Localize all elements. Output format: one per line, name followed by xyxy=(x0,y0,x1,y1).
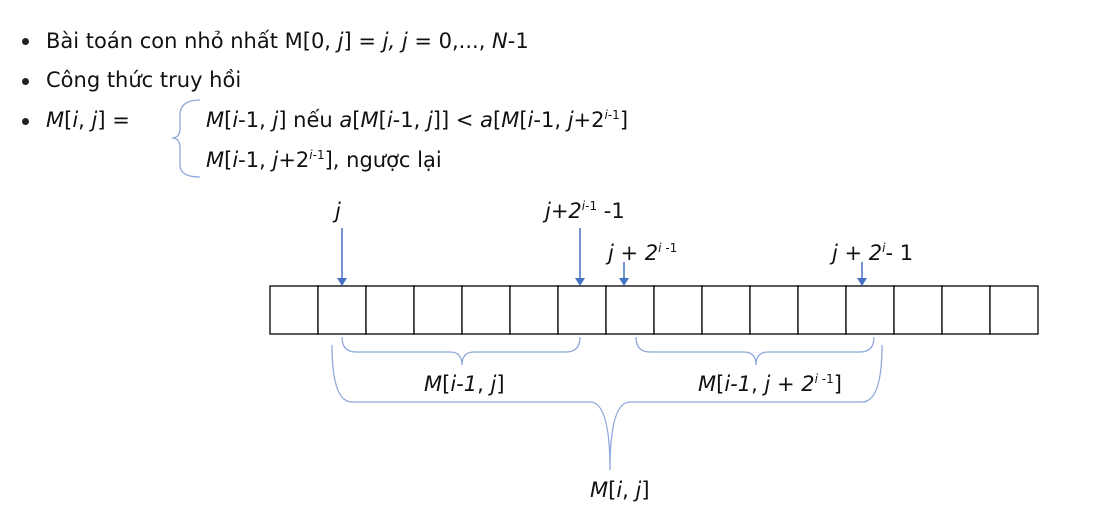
label-j-plus-2pow: j + 2i -1 xyxy=(608,241,678,265)
label-j: j xyxy=(335,199,341,223)
arrow-j xyxy=(337,228,347,286)
array-cell xyxy=(941,285,991,335)
recurrence-lhs: M[i, j] = xyxy=(46,108,130,132)
arrow-j-plus-2pow xyxy=(619,262,629,286)
array-cell xyxy=(653,285,703,335)
array-cell xyxy=(605,285,655,335)
array-cell xyxy=(509,285,559,335)
label-left-half: M[i-1, j] xyxy=(424,372,505,396)
brace-left-half xyxy=(341,336,581,366)
label-whole: M[i, j] xyxy=(590,478,650,502)
array-cell xyxy=(461,285,511,335)
array-cell xyxy=(893,285,943,335)
bullet-dot-3 xyxy=(22,118,29,125)
recurrence-case-2: M[i-1, j+2i-1], ngược lại xyxy=(206,148,442,172)
case-brace xyxy=(171,99,201,178)
array-cell xyxy=(413,285,463,335)
bullet-dot-2 xyxy=(22,78,29,85)
label-j-plus-2pow-i-minus-1: j + 2i- 1 xyxy=(832,241,914,265)
array-cell xyxy=(365,285,415,335)
arrow-j-plus-2pow-minus-1 xyxy=(575,228,585,286)
bullet-smallest-subproblem: Bài toán con nhỏ nhất M[0, j] = j, j = 0… xyxy=(46,29,529,53)
array-cell xyxy=(557,285,607,335)
array-cell xyxy=(749,285,799,335)
array-cell xyxy=(845,285,895,335)
label-right-half: M[i-1, j + 2i -1] xyxy=(698,372,842,396)
array-cell xyxy=(317,285,367,335)
array-cell xyxy=(797,285,847,335)
brace-whole xyxy=(331,344,883,471)
label-j-plus-2pow-minus-1: j+2i-1 -1 xyxy=(545,199,625,223)
array-cells xyxy=(269,285,1039,335)
brace-right-half xyxy=(635,336,875,366)
arrow-j-plus-2pow-i-minus-1 xyxy=(857,262,867,286)
bullet-recurrence-heading: Công thức truy hồi xyxy=(46,68,242,92)
bullet-dot-1 xyxy=(22,38,29,45)
array-cell xyxy=(701,285,751,335)
array-cell xyxy=(989,285,1039,335)
recurrence-case-1: M[i-1, j] nếu a[M[i-1, j]] < a[M[i-1, j+… xyxy=(206,108,629,132)
array-cell xyxy=(269,285,319,335)
